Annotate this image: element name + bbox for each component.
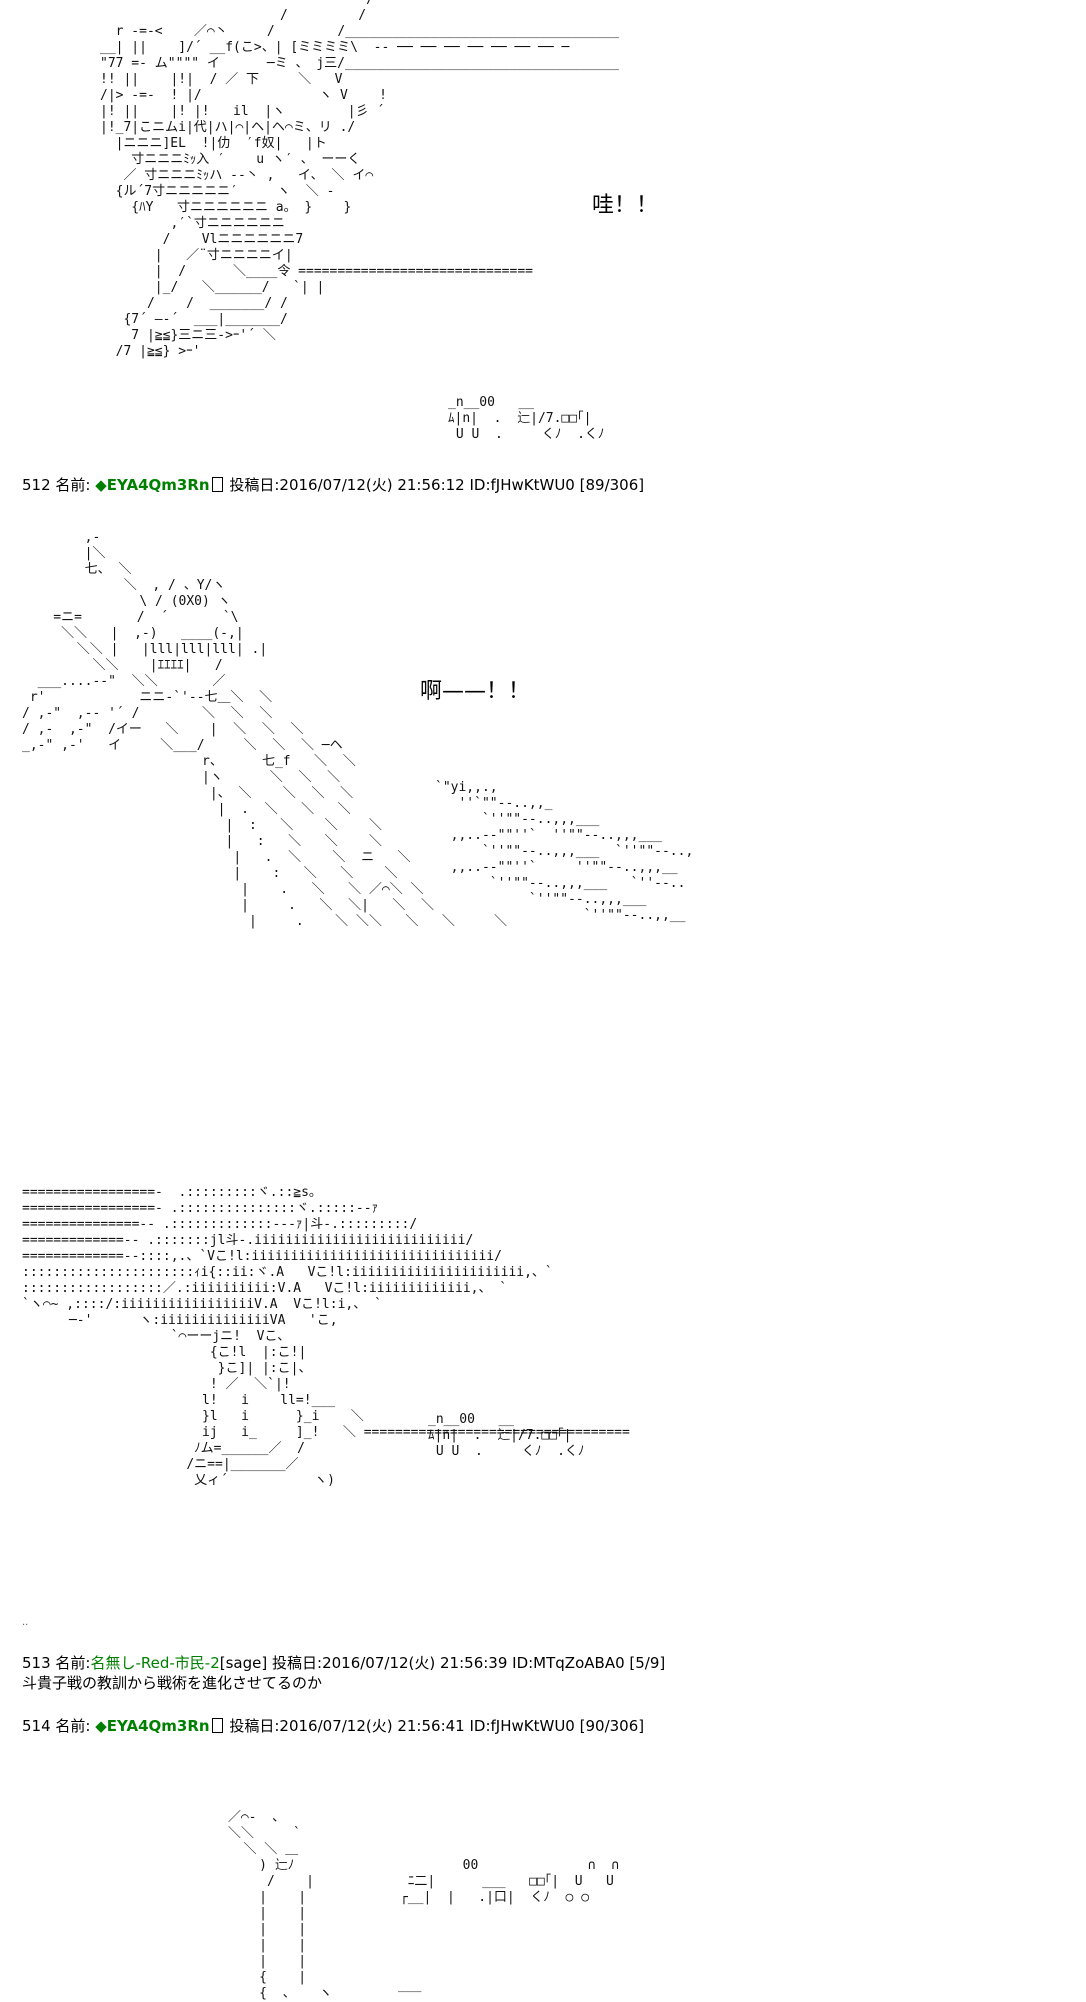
post-count: [5/9] bbox=[629, 1654, 666, 1672]
ascii-art-panel-1: / / / r -=-< ／⌒丶 / /____________________… bbox=[100, 0, 620, 359]
ascii-art-panel-2: ,- |＼ 七、 ＼ ＼ , / 、Y/ヽ \ / (0X0) ヽ =ニ= / … bbox=[22, 530, 507, 929]
sound-effect-art-1: _n__00 __ ﾑ|n| . 辷|/7.□□｢| U U . くﾉ .くﾉ bbox=[448, 395, 605, 442]
dot-marks: .. bbox=[22, 1617, 29, 1628]
underline-mark: ___ bbox=[398, 1978, 422, 1993]
name-label: 名前: bbox=[55, 476, 91, 494]
sage-tag: [sage] bbox=[219, 1654, 268, 1672]
post-header-513: 513 名前:名無し-Red-市民-2[sage] 投稿日:2016/07/12… bbox=[22, 1652, 665, 1673]
post-number: 512 bbox=[22, 476, 51, 494]
post-count: [90/306] bbox=[579, 1717, 645, 1735]
posted-label: 投稿日: bbox=[272, 1654, 323, 1672]
poster-name[interactable]: ◆EYA4Qm3Rn bbox=[95, 1717, 210, 1735]
ascii-art-panel-4: ／⌒‐ 、 ＼＼ ` ＼ ＼ ＿ ) 辷ﾉ / | | | | | | | | … bbox=[227, 1810, 333, 2001]
post-count: [89/306] bbox=[579, 476, 645, 494]
poster-name[interactable]: 名無し-Red-市民-2 bbox=[90, 1654, 220, 1672]
sound-effect-art-3: _n__00 __ ﾑ|n| . 辷|/7.□□｢| U U . くﾉ .くﾉ bbox=[428, 1412, 585, 1459]
post-date: 2016/07/12(火) 21:56:39 bbox=[322, 1654, 508, 1672]
post-id[interactable]: ID:fJHwKtWU0 bbox=[469, 1717, 575, 1735]
sound-effect-art-4: 00 ∩ ∩ ﾆ二| ___ □□｢| U U ┌__| | .|口| くﾉ ○… bbox=[400, 1858, 620, 1905]
post-date: 2016/07/12(火) 21:56:41 bbox=[279, 1717, 465, 1735]
tofu-glyph-icon bbox=[211, 1718, 223, 1733]
post-id[interactable]: ID:fJHwKtWU0 bbox=[469, 476, 575, 494]
speed-lines-art: `"yi,,., ''`""--..,,_ `''""--..,,,___ ,,… bbox=[435, 780, 694, 923]
poster-name[interactable]: ◆EYA4Qm3Rn bbox=[95, 476, 210, 494]
post-header-512: 512 名前: ◆EYA4Qm3Rn 投稿日:2016/07/12(火) 21:… bbox=[22, 474, 644, 495]
post-number: 514 bbox=[22, 1717, 51, 1735]
tofu-glyph-icon bbox=[211, 477, 223, 492]
sfx-text-1: 哇！！ bbox=[592, 193, 659, 218]
name-label: 名前: bbox=[55, 1654, 91, 1672]
posted-label: 投稿日: bbox=[229, 1717, 280, 1735]
post-body-513: 斗貴子戦の教訓から戦術を進化させてるのか bbox=[22, 1674, 323, 1692]
post-number: 513 bbox=[22, 1654, 51, 1672]
post-header-514: 514 名前: ◆EYA4Qm3Rn 投稿日:2016/07/12(火) 21:… bbox=[22, 1715, 644, 1736]
sfx-text-2: 啊——！！ bbox=[420, 679, 531, 704]
ascii-art-panel-3: =================- .:::::::::ヾ.::≧s。 ===… bbox=[22, 1185, 630, 1488]
name-label: 名前: bbox=[55, 1717, 91, 1735]
post-date: 2016/07/12(火) 21:56:12 bbox=[279, 476, 465, 494]
posted-label: 投稿日: bbox=[229, 476, 280, 494]
post-id[interactable]: ID:MTqZoABA0 bbox=[512, 1654, 625, 1672]
